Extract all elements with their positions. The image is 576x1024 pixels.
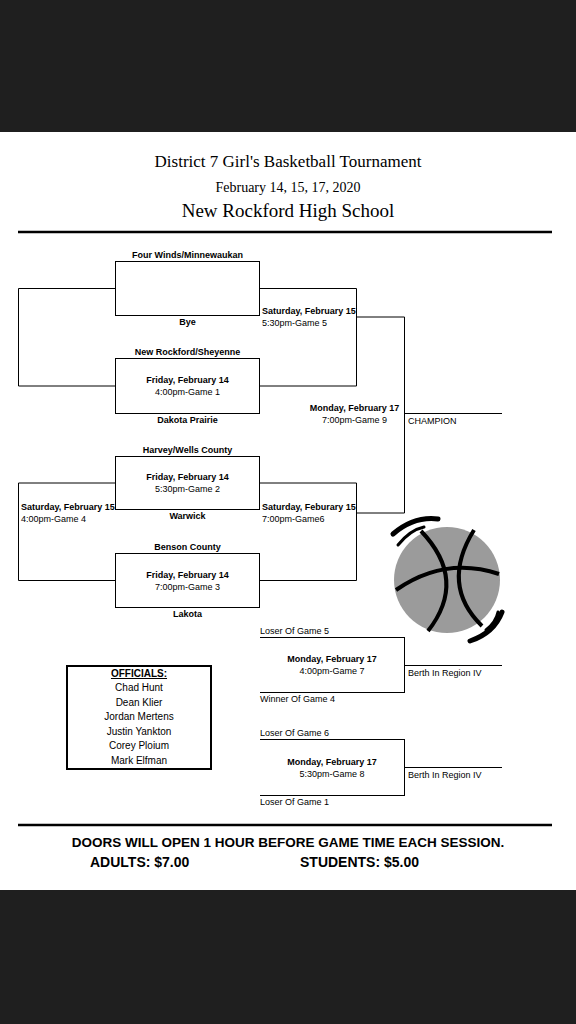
game-time: 4:00pm-Game 1 [116, 386, 259, 398]
game-time: 4:00pm-Game 4 [21, 513, 115, 525]
date-subtitle: February 14, 15, 17, 2020 [0, 179, 576, 197]
bracket-line [19, 526, 116, 581]
game-label: Saturday, February 154:00pm-Game 4 [18, 500, 115, 526]
header-rule [18, 231, 552, 234]
officials-heading: OFFICIALS: [68, 667, 210, 682]
game-date: Friday, February 14 [116, 569, 259, 581]
bracket-line [260, 331, 357, 386]
game-date: Friday, February 14 [116, 374, 259, 386]
bracket-line [357, 428, 405, 513]
game-date: Monday, February 17 [307, 402, 402, 414]
game-date: Saturday, Feburary 15 [262, 501, 356, 513]
bracket-line [357, 317, 405, 400]
ball-seam [459, 530, 482, 626]
team-name: New Rockford/Sheyenne [116, 346, 259, 358]
official-name: Corey Ploium [68, 739, 210, 754]
berth-line [405, 767, 502, 768]
venue-subtitle: New Rockford High School [0, 199, 576, 223]
slot-label: Loser Of Game 6 [260, 727, 404, 739]
ball-swoosh [486, 612, 498, 630]
team-name: Bye [116, 316, 259, 328]
bracket-line [260, 526, 357, 581]
game-time: 5:30pm-Game 2 [116, 483, 259, 495]
doors-note: DOORS WILL OPEN 1 HOUR BEFORE GAME TIME … [0, 834, 576, 851]
ball-seam [421, 531, 446, 631]
game-label: Saturday, Feburary 157:00pm-Game6 [260, 500, 357, 526]
team-name: Dakota Prairie [116, 414, 259, 426]
bracket-line [260, 483, 357, 500]
team-name: Harvey/Wells County [116, 444, 259, 456]
team-name: Four Winds/Minnewaukan [116, 249, 259, 261]
bottom-band [0, 890, 576, 1024]
slot-label: Loser Of Game 5 [260, 625, 404, 637]
official-name: Jordan Mertens [68, 710, 210, 725]
basketball-illustration [393, 519, 502, 641]
bracket-line [19, 483, 116, 500]
game-time: 7:00pm-Game 3 [116, 581, 259, 593]
ball-swoosh [398, 527, 424, 545]
bracket-line [260, 289, 357, 304]
game-date: Monday, February 17 [260, 756, 404, 768]
game-time: 7:00pm-Game6 [262, 513, 356, 525]
ball-swoosh [470, 612, 502, 641]
official-name: Mark Elfman [68, 754, 210, 769]
official-name: Chad Hunt [68, 681, 210, 696]
slot-label: Winner Of Game 4 [260, 693, 404, 705]
game-label: Monday, February 177:00pm-Game 9 [307, 400, 405, 428]
game-date: Monday, February 17 [260, 653, 404, 665]
champion-line [405, 413, 502, 414]
team-box: Benson CountyFriday, February 147:00pm-G… [115, 553, 260, 608]
team-box: Four Winds/MinnewaukanBye [115, 261, 260, 316]
official-name: Justin Yankton [68, 725, 210, 740]
team-box: New Rockford/SheyenneFriday, February 14… [115, 358, 260, 414]
game-date: Saturday, February 15 [21, 501, 115, 513]
game-time: 7:00pm-Game 9 [307, 414, 402, 426]
slot-label: Loser Of Game 1 [260, 796, 404, 808]
top-band [0, 0, 576, 132]
game-date: Friday, February 14 [116, 471, 259, 483]
officials-box: OFFICIALS:Chad HuntDean KlierJordan Mert… [66, 665, 212, 770]
champion-label: CHAMPION [408, 416, 508, 427]
team-box: Harvey/Wells CountyFriday, February 145:… [115, 456, 260, 510]
team-name: Warwick [116, 510, 259, 522]
game-time: 5:30pm-Game 5 [262, 317, 356, 329]
footer-rule [18, 824, 552, 827]
bracket-line [19, 289, 116, 387]
price-students: STUDENTS: $5.00 [300, 853, 470, 871]
consolation-bracket: Loser Of Game 5Monday, February 174:00pm… [260, 637, 405, 693]
consolation-bracket: Loser Of Game 6Monday, February 175:30pm… [260, 739, 405, 796]
ball-body [394, 527, 500, 633]
game-time: 4:00pm-Game 7 [260, 665, 404, 677]
team-name: Lakota [116, 608, 259, 620]
ball-seam [396, 568, 499, 590]
berth-label: Berth In Region IV [408, 668, 508, 679]
official-name: Dean Klier [68, 696, 210, 711]
berth-label: Berth In Region IV [408, 770, 508, 781]
game-label: Saturday, February 155:30pm-Game 5 [260, 303, 357, 331]
tournament-title: District 7 Girl's Basketball Tournament [0, 152, 576, 172]
game-date: Saturday, February 15 [262, 305, 356, 317]
game-time: 5:30pm-Game 8 [260, 768, 404, 780]
berth-line [405, 665, 502, 666]
team-name: Benson County [116, 541, 259, 553]
price-adults: ADULTS: $7.00 [90, 853, 260, 871]
